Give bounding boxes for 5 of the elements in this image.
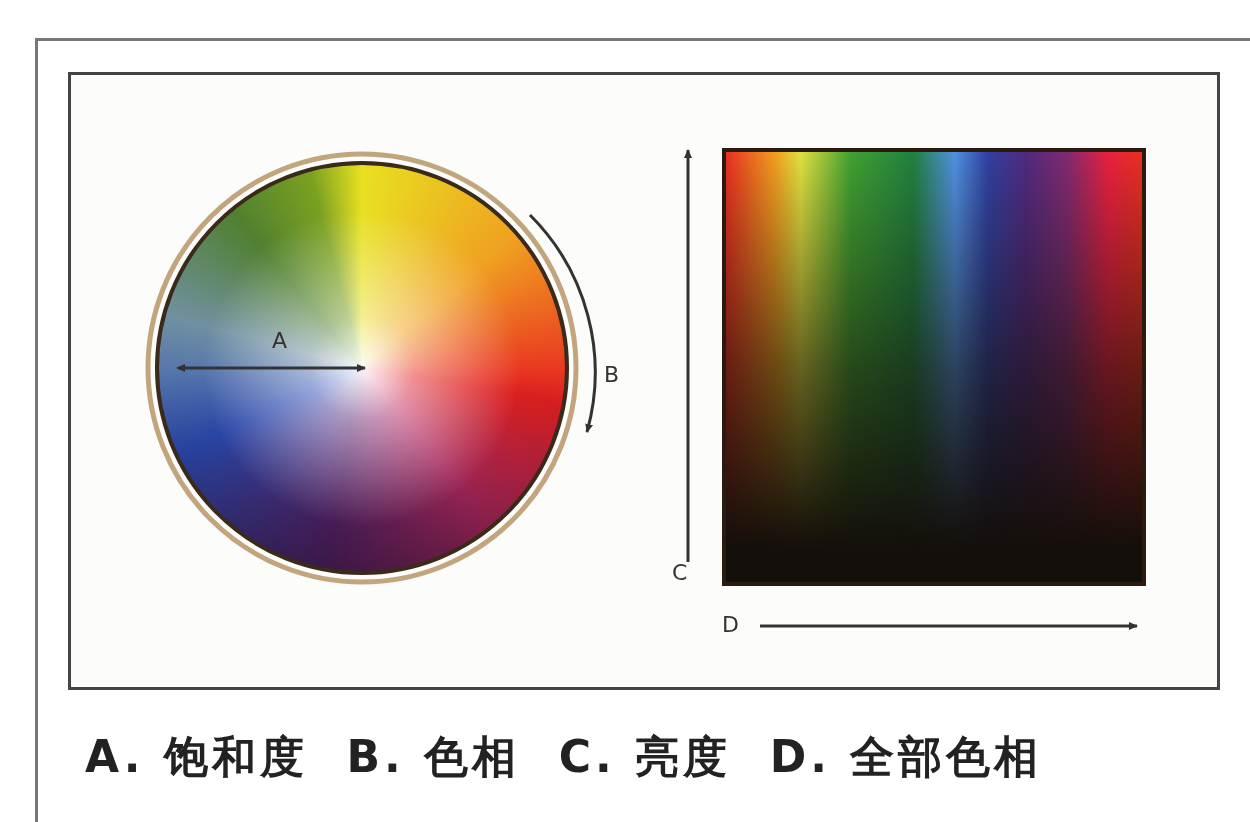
- callout-letter: A: [272, 330, 288, 352]
- caption: A. 饱和度 B. 色相 C. 亮度 D. 全部色相: [85, 730, 1044, 784]
- callout-letter: C: [672, 562, 688, 584]
- callout-letter: B: [604, 364, 620, 386]
- callout-letter: D: [722, 614, 739, 636]
